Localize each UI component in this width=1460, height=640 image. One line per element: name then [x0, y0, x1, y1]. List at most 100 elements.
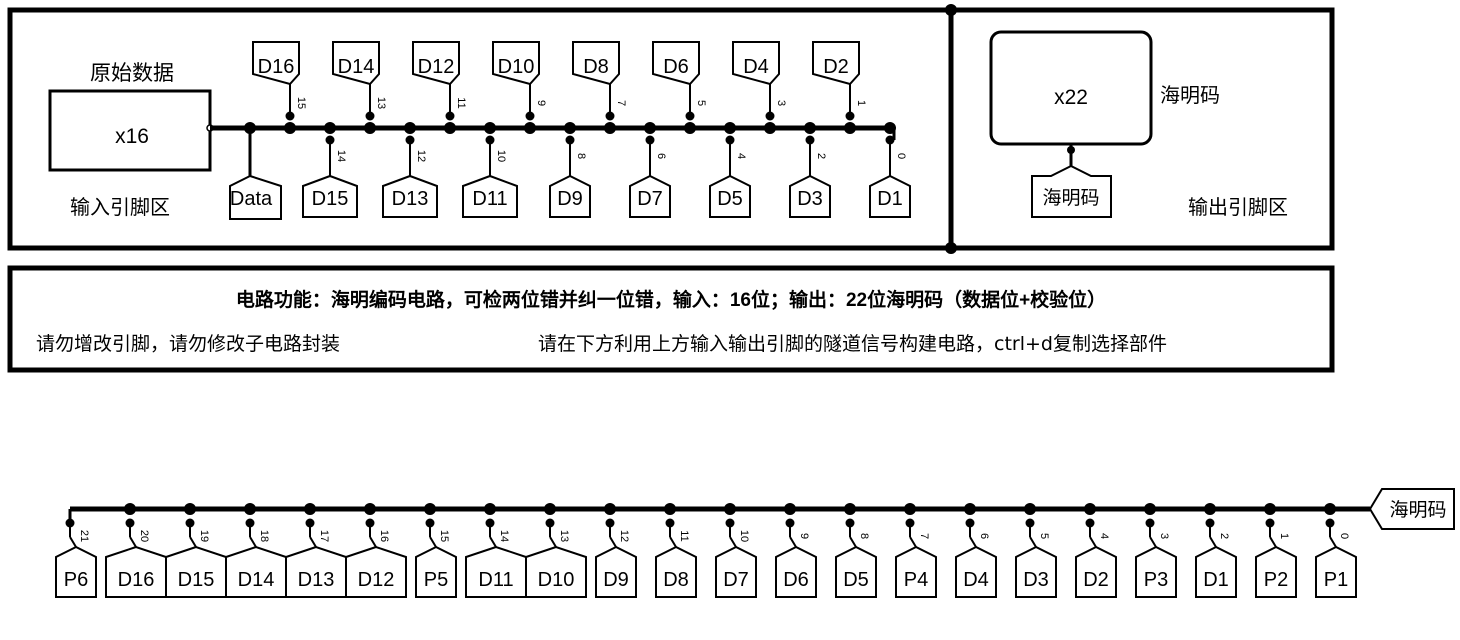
bottom-tunnel-label: P5	[424, 569, 448, 591]
input-tunnel-d16[interactable]	[252, 41, 300, 86]
bottom-tunnel-label: D16	[118, 569, 155, 591]
input-tunnel-label: D9	[557, 188, 583, 210]
bottom-tunnel-label: D6	[783, 569, 809, 591]
input-pin-value: x16	[115, 125, 149, 148]
bottom-tunnel-d7[interactable]	[715, 545, 757, 598]
hamming-bus-tunnel[interactable]	[1368, 488, 1455, 530]
input-splitter-junction	[844, 122, 856, 134]
output-tunnel[interactable]	[1031, 164, 1112, 218]
input-splitter-index: 6	[655, 153, 667, 159]
input-tunnel-d11[interactable]	[462, 174, 518, 218]
bottom-splitter-wire	[549, 536, 557, 548]
bottom-splitter-junction	[1024, 503, 1036, 515]
bottom-tunnel-p1[interactable]	[1315, 545, 1357, 598]
bottom-tunnel-d11[interactable]	[465, 545, 527, 598]
input-tunnel-d5[interactable]	[709, 174, 751, 218]
bottom-tunnel-label: D11	[478, 569, 513, 591]
bottom-splitter-junction	[724, 503, 736, 515]
output-pin-label: 海明码	[1160, 83, 1220, 107]
output-area-label: 输出引脚区	[1188, 195, 1288, 219]
input-tunnel-d4[interactable]	[732, 41, 780, 86]
bottom-splitter-index: 20	[138, 530, 150, 542]
input-tunnel-d6[interactable]	[652, 41, 700, 86]
input-splitter-junction	[324, 122, 336, 134]
bottom-tunnel-d10[interactable]	[525, 545, 587, 598]
bottom-splitter-junction	[184, 503, 196, 515]
bottom-splitter-junction	[784, 503, 796, 515]
bottom-splitter-wire	[1269, 536, 1277, 548]
input-tunnel-label: D11	[472, 188, 507, 210]
input-splitter-index: 7	[615, 100, 627, 106]
bottom-tunnel-p5[interactable]	[415, 545, 457, 598]
bottom-tunnel-d12[interactable]	[345, 545, 407, 598]
input-tunnel-d1[interactable]	[869, 174, 911, 218]
bottom-tunnel-d2[interactable]	[1075, 545, 1117, 598]
bottom-splitter-index: 11	[678, 530, 690, 541]
input-splitter-index: 11	[455, 97, 467, 108]
input-tunnel-d8[interactable]	[572, 41, 620, 86]
input-tunnel-label: D16	[258, 56, 295, 78]
input-pin-box[interactable]	[48, 89, 212, 172]
bottom-splitter-wire	[309, 536, 317, 548]
bottom-splitter: 21P620D1619D1518D1417D1316D1215P514D1113…	[55, 503, 1357, 598]
bottom-splitter-wire	[669, 536, 677, 548]
data-tunnel[interactable]	[229, 174, 282, 220]
bottom-splitter-index: 13	[558, 530, 570, 542]
bottom-tunnel-label: D15	[178, 569, 215, 591]
bottom-tunnel-d4[interactable]	[955, 545, 997, 598]
bottom-tunnel-p2[interactable]	[1255, 545, 1297, 598]
source-label: 原始数据	[90, 61, 174, 85]
input-tunnel-label: D13	[392, 188, 429, 210]
input-splitter-junction	[444, 122, 456, 134]
bottom-tunnel-label: D1	[1203, 569, 1229, 591]
input-tunnel-d2[interactable]	[812, 41, 860, 86]
input-splitter-junction	[644, 122, 656, 134]
bottom-splitter-junction	[1144, 503, 1156, 515]
input-splitter-junction	[884, 122, 896, 134]
bottom-splitter-junction	[364, 503, 376, 515]
bottom-splitter-index: 9	[798, 533, 810, 539]
input-tunnel-label: D10	[498, 56, 535, 78]
input-tunnel-d12[interactable]	[412, 41, 460, 86]
bottom-splitter-index: 17	[318, 530, 330, 542]
bottom-splitter-wire	[249, 536, 257, 548]
input-splitter-index: 5	[695, 100, 707, 106]
bottom-tunnel-label: D7	[723, 569, 749, 591]
input-tunnel-label: D14	[338, 56, 375, 78]
input-splitter-index: 3	[775, 100, 787, 106]
bottom-tunnel-d13[interactable]	[285, 545, 347, 598]
input-tunnel-d14[interactable]	[332, 41, 380, 86]
bottom-splitter-wire	[789, 536, 797, 548]
input-tunnel-d7[interactable]	[629, 174, 671, 218]
bottom-tunnel-d16[interactable]	[105, 545, 167, 598]
bottom-tunnel-d5[interactable]	[835, 545, 877, 598]
input-tunnel-label: D5	[717, 188, 743, 210]
input-tunnel-d3[interactable]	[789, 174, 831, 218]
input-splitter-index: 12	[415, 150, 427, 162]
bottom-splitter-index: 4	[1098, 533, 1110, 539]
note-left: 请勿增改引脚，请勿修改子电路封装	[36, 333, 340, 355]
bottom-splitter-junction	[904, 503, 916, 515]
bottom-tunnel-d15[interactable]	[165, 545, 227, 598]
input-splitter-junction	[484, 122, 496, 134]
bottom-tunnel-d6[interactable]	[775, 545, 817, 598]
bottom-tunnel-d1[interactable]	[1195, 545, 1237, 598]
input-tunnel-d10[interactable]	[492, 41, 540, 86]
input-tunnel-label: D15	[312, 188, 349, 210]
bottom-tunnel-label: D3	[1023, 569, 1049, 591]
input-tunnel-d9[interactable]	[549, 174, 591, 218]
bottom-tunnel-p3[interactable]	[1135, 545, 1177, 598]
input-tunnel-d13[interactable]	[382, 174, 438, 218]
bottom-tunnel-d9[interactable]	[595, 545, 637, 598]
input-tunnel-label: D6	[663, 56, 689, 78]
input-tunnel-d15[interactable]	[302, 174, 358, 218]
bottom-tunnel-label: D4	[963, 569, 989, 591]
bottom-tunnel-p6[interactable]	[55, 545, 97, 598]
bottom-tunnel-d14[interactable]	[225, 545, 287, 598]
bottom-splitter-wire	[1149, 536, 1157, 548]
bottom-tunnel-p4[interactable]	[895, 545, 937, 598]
bottom-tunnel-d8[interactable]	[655, 545, 697, 598]
bottom-tunnel-d3[interactable]	[1015, 545, 1057, 598]
input-splitter-index: 10	[495, 150, 507, 162]
input-splitter-junction	[684, 122, 696, 134]
